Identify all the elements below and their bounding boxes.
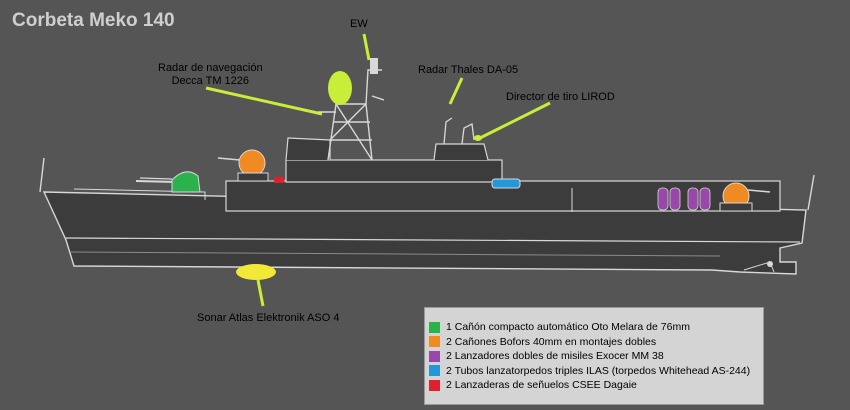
nav-radar-dome [328, 71, 352, 105]
lirod-director [474, 135, 482, 141]
legend-swatch [429, 350, 440, 362]
exocet-launchers [657, 187, 711, 211]
label-nav-radar: Radar de navegación Decca TM 1226 [158, 62, 263, 87]
bofors-forward [217, 149, 269, 182]
legend-text: 2 Cañones Bofors 40mm en montajes dobles [446, 335, 657, 348]
legend-item: 2 Tubos lanzatorpedos triples ILAS (torp… [429, 364, 763, 379]
legend-item: 2 Lanzaderas de señuelos CSEE Dagaie [429, 378, 763, 393]
legend-swatch [429, 321, 440, 333]
label-sonar: Sonar Atlas Elektronik ASO 4 [197, 312, 340, 324]
label-ew: EW [350, 18, 368, 30]
label-thales-radar: Radar Thales DA-05 [418, 64, 519, 76]
dagaie-launcher [274, 177, 284, 183]
legend-swatch [429, 365, 440, 377]
callout-lines [205, 33, 551, 307]
diagram-title: Corbeta Meko 140 [12, 10, 175, 31]
legend-item: 1 Cañón compacto automático Oto Melara d… [429, 320, 763, 335]
legend-item: 2 Lanzadores dobles de misiles Exocer MM… [429, 349, 763, 364]
main-mast [318, 69, 385, 161]
bofors-aft [719, 182, 771, 212]
oto-melara-gun [135, 171, 201, 193]
legend-text: 2 Lanzaderas de señuelos CSEE Dagaie [446, 379, 637, 392]
legend-text: 2 Tubos lanzatorpedos triples ILAS (torp… [446, 364, 751, 377]
legend-swatch [429, 336, 440, 348]
legend-text: 2 Lanzadores dobles de misiles Exocer MM… [446, 350, 664, 363]
legend-item: 2 Cañones Bofors 40mm en montajes dobles [429, 335, 763, 350]
legend-text: 1 Cañón compacto automático Oto Melara d… [446, 321, 690, 334]
legend-swatch [429, 379, 440, 391]
label-lirod: Director de tiro LIROD [506, 91, 615, 103]
sonar-dome [236, 264, 276, 280]
legend: 1 Cañón compacto automático Oto Melara d… [424, 307, 764, 405]
